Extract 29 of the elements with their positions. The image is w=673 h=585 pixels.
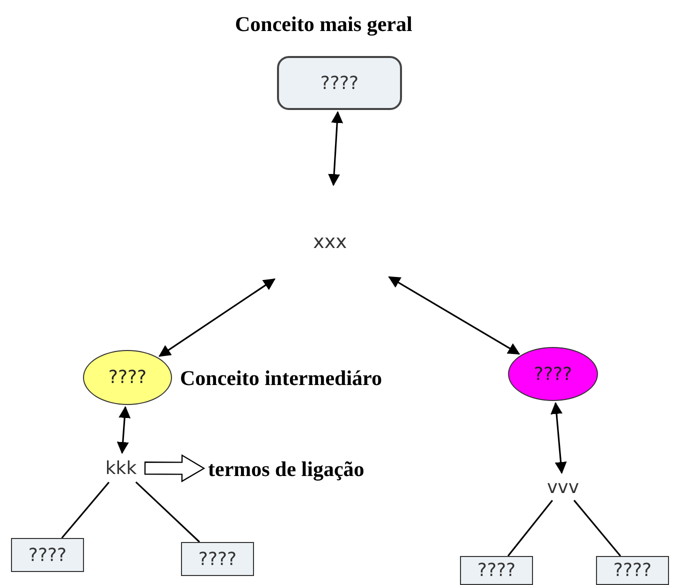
node-text: ????	[108, 367, 147, 388]
arrow	[116, 406, 131, 454]
arrow	[328, 111, 344, 186]
node-text: ????	[613, 560, 652, 581]
node-text: ????	[198, 548, 237, 570]
concept-box	[11, 538, 84, 572]
arrow	[388, 276, 520, 355]
linking-word: vvv	[547, 476, 579, 498]
annotation-text: termos de ligação	[208, 456, 364, 482]
concept-box	[460, 556, 533, 585]
linking-word: kkk	[105, 458, 137, 478]
node-text: ????	[320, 72, 359, 94]
linking-word: xxx	[313, 231, 347, 253]
arrow	[158, 278, 276, 357]
connector-line	[507, 500, 553, 556]
node-text: ????	[477, 560, 516, 581]
node-caption: Conceito intermediáro	[180, 366, 382, 391]
connector-line	[61, 482, 110, 539]
block-arrow	[144, 454, 206, 482]
node-caption: Conceito mais geral	[235, 12, 412, 37]
node-text: ????	[534, 364, 572, 384]
concept-ellipse	[508, 347, 598, 401]
concept-box	[596, 556, 669, 585]
connector-line	[135, 481, 200, 543]
arrow	[550, 402, 567, 474]
node-text: ????	[28, 544, 67, 566]
concept-box	[181, 542, 254, 576]
concept-box	[277, 56, 402, 110]
connector-line	[573, 500, 622, 557]
